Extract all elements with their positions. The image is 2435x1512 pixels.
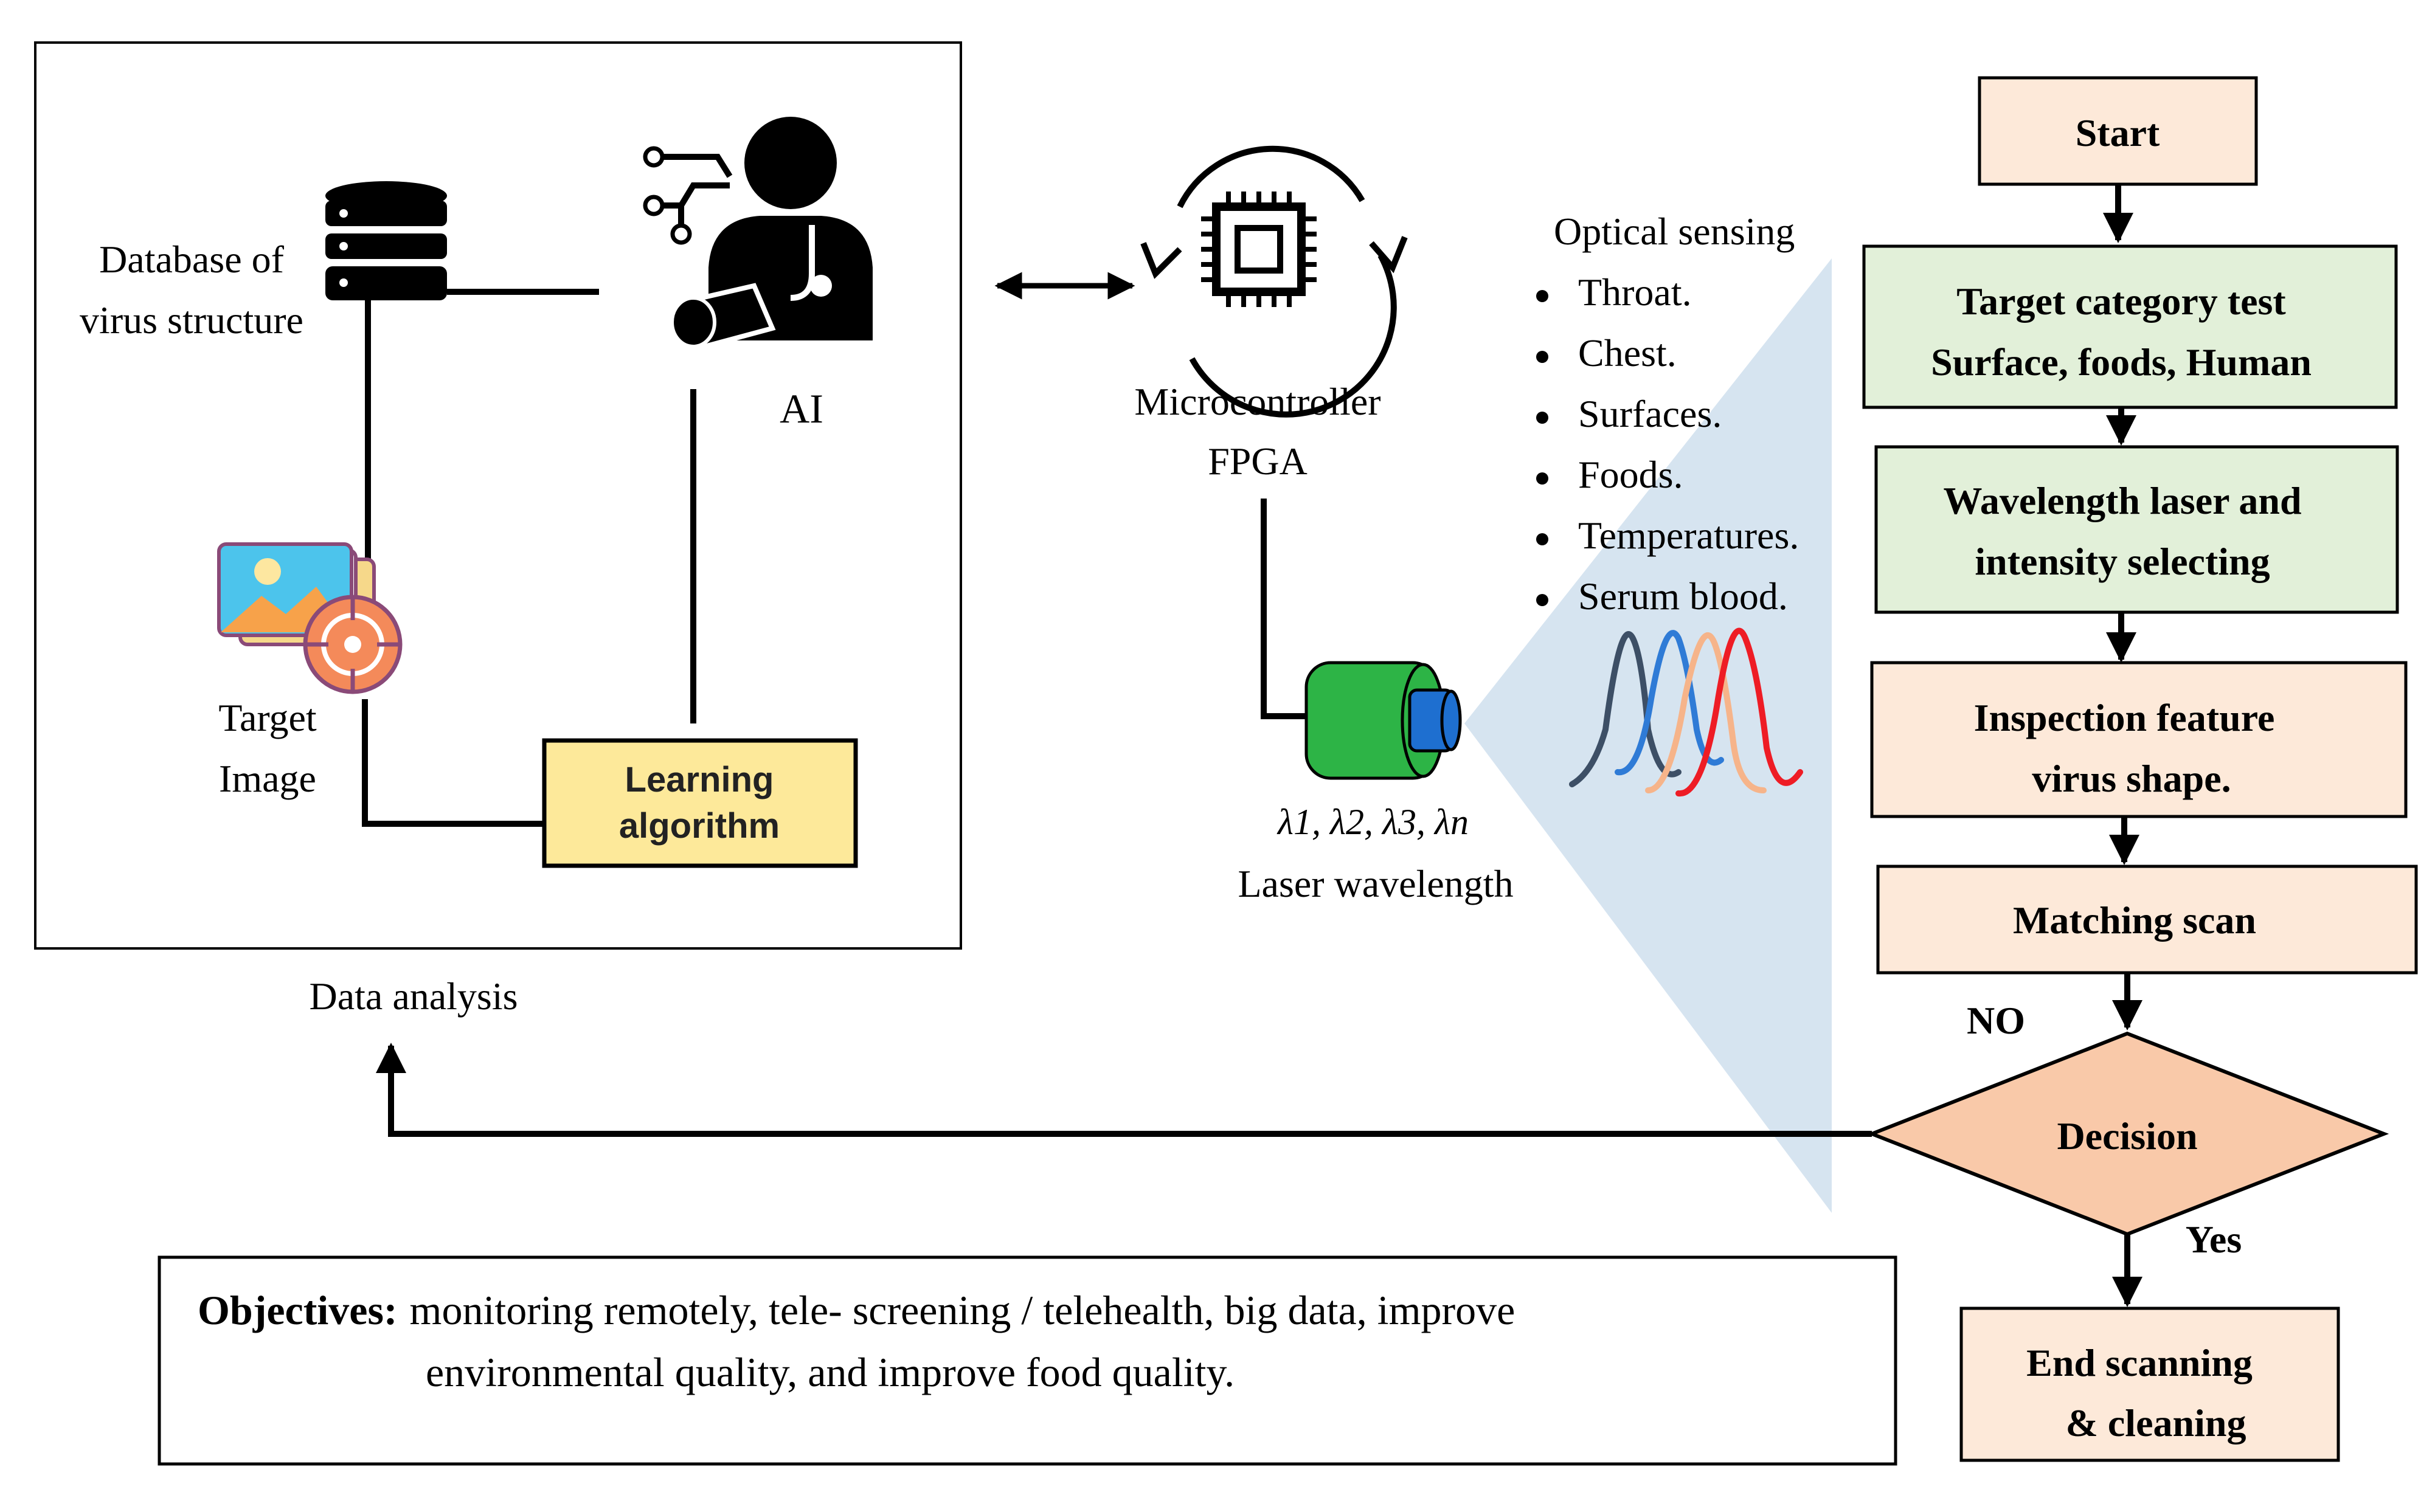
flow-target-test-box: [1862, 244, 2398, 409]
controller-label-line2: FPGA: [1208, 440, 1308, 483]
optical-item-serum-blood: Serum blood.: [1578, 575, 1788, 618]
data-analysis-caption: Data analysis: [310, 975, 518, 1018]
flow-wavelength-line1: Wavelength laser and: [1943, 479, 2301, 522]
bullet: [1536, 472, 1548, 485]
flow-start-label: Start: [2076, 111, 2160, 154]
target-label-line1: Target: [218, 696, 317, 739]
spectrum-peak: [1569, 631, 1682, 787]
flow-target-test-line1: Target category test: [1956, 280, 2286, 323]
ai-doctor-icon: [643, 117, 873, 353]
optical-item-foods: Foods.: [1578, 453, 1683, 496]
optical-item-chest: Chest.: [1578, 331, 1677, 375]
learning-label-line1: Learning: [625, 760, 774, 799]
learning-label-line2: algorithm: [619, 806, 780, 846]
flow-wavelength-line2: intensity selecting: [1975, 540, 2270, 583]
panel-connectors: [362, 289, 696, 827]
laser-wavelengths: λ1, λ2, λ3, λn: [1276, 802, 1469, 842]
ai-label: AI: [780, 385, 823, 432]
flow-yes-label: Yes: [2186, 1218, 2242, 1261]
flow-arrows: [2103, 184, 2142, 1307]
objectives-text-1: monitoring remotely, tele- screening / t…: [410, 1287, 1515, 1333]
objectives-heading: Objectives:: [198, 1287, 398, 1333]
optical-list: Throat. Chest. Surfaces. Foods. Temperat…: [1536, 271, 1799, 618]
flow-wavelength-box: [1874, 445, 2399, 614]
database-label-line1: Database of: [99, 238, 285, 281]
flow-decision-label: Decision: [2057, 1114, 2197, 1158]
flow-inspection-box: [1870, 661, 2408, 818]
database-label-line2: virus structure: [80, 299, 303, 342]
flow-end-line1: End scanning: [2026, 1341, 2253, 1384]
bullet: [1536, 533, 1548, 545]
microcontroller-icon: [1140, 145, 1408, 418]
bullet: [1536, 290, 1548, 302]
objectives-box: [158, 1255, 1897, 1466]
target-label-line2: Image: [219, 757, 316, 800]
flow-no-label: NO: [1967, 999, 2025, 1042]
laser-label: Laser wavelength: [1238, 862, 1513, 905]
spectrum-peak: [1675, 627, 1803, 797]
objectives-line2: environmental quality, and improve food …: [426, 1349, 1235, 1395]
database-icon: [325, 181, 447, 300]
flow-end-line2: & cleaning: [2066, 1401, 2246, 1445]
optical-item-throat: Throat.: [1578, 271, 1692, 314]
spectrum-peaks-icon: [1569, 627, 1803, 797]
no-feedback-arrow: [376, 1043, 1872, 1137]
bullet: [1536, 594, 1548, 606]
bullet: [1536, 412, 1548, 424]
flow-matching-label: Matching scan: [2013, 899, 2256, 942]
flow-matching-box: [1876, 865, 2418, 975]
objectives-line1: Objectives: monitoring remotely, tele- sc…: [198, 1287, 1515, 1333]
spectrum-peak: [1615, 630, 1724, 776]
flow-inspection-line2: virus shape.: [2032, 757, 2231, 800]
flow-decision-diamond: [1866, 1031, 2389, 1237]
flow-target-test-line2: Surface, foods, Human: [1931, 340, 2312, 384]
optical-title: Optical sensing: [1554, 210, 1795, 253]
target-image-icon: [217, 542, 403, 694]
bullet: [1536, 351, 1548, 363]
optical-item-surfaces: Surfaces.: [1578, 392, 1722, 435]
spectrum-peak: [1645, 632, 1767, 793]
flow-end-box: [1959, 1307, 2340, 1462]
flow-start-box: [1978, 76, 2258, 186]
controller-laser-wire: [1261, 499, 1306, 719]
optical-item-temperatures: Temperatures.: [1578, 514, 1799, 557]
learning-algorithm-box: [542, 738, 858, 868]
controller-label-line1: Microcontroller: [1134, 380, 1380, 423]
laser-icon: [1304, 661, 1462, 780]
flow-inspection-line1: Inspection feature: [1974, 696, 2275, 739]
